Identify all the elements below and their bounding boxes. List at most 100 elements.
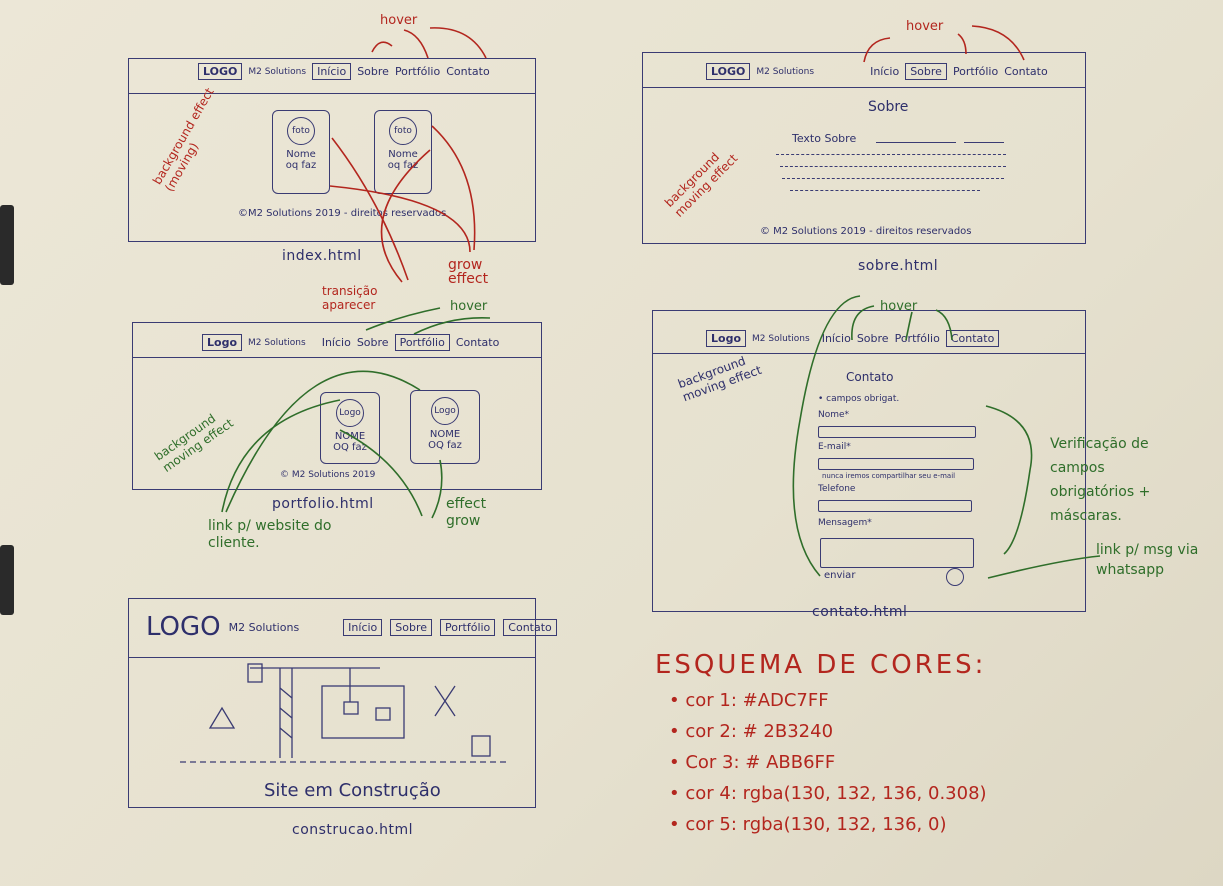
email-field[interactable] — [818, 458, 974, 470]
about-text: Texto Sobre — [792, 132, 857, 145]
nav-portfolio[interactable]: Portfólio — [394, 334, 450, 351]
card-role: oq faz — [285, 160, 317, 171]
nav-contato[interactable]: Contato — [1004, 65, 1048, 78]
team-card[interactable]: foto Nome oq faz — [272, 110, 330, 194]
text-line — [782, 178, 1004, 179]
nav-inicio[interactable]: Início — [821, 332, 851, 345]
name-field[interactable] — [818, 426, 976, 438]
logo[interactable]: LOGO — [146, 612, 221, 642]
hover-arrow — [413, 317, 491, 335]
verification-brace — [985, 405, 1033, 555]
card-role: oq faz — [387, 160, 419, 171]
label-email: E-mail* — [818, 442, 851, 452]
caption-sobre: sobre.html — [858, 258, 939, 274]
portfolio-card[interactable]: Logo NOME OQ faz — [320, 392, 380, 464]
photo-placeholder: foto — [389, 117, 417, 145]
nav-sobre[interactable]: Sobre — [856, 332, 889, 345]
color-row: • cor 1: #ADC7FF — [669, 690, 829, 711]
hover-arrow — [935, 309, 953, 341]
logo-placeholder: Logo — [431, 397, 459, 425]
grow-arrow — [431, 125, 476, 251]
email-hint: nunca iremos compartilhar seu e-mail — [822, 472, 956, 480]
nav-sobre[interactable]: Sobre — [905, 63, 947, 80]
nav-portfolio[interactable]: Portfólio — [952, 65, 999, 78]
sobre-frame — [642, 52, 1086, 244]
hover-arrow — [365, 307, 441, 331]
text-line — [790, 190, 980, 191]
grow-arrow — [431, 459, 443, 519]
nav-portfolio[interactable]: Portfólio — [440, 618, 496, 636]
nav-inicio[interactable]: Início — [321, 336, 351, 349]
hover-arrow — [863, 37, 891, 63]
construcao-navbar — [129, 599, 535, 658]
card-name: NOME — [429, 429, 461, 440]
color-row: • cor 5: rgba(130, 132, 136, 0) — [669, 814, 947, 835]
hover-note: hover — [450, 299, 488, 314]
text-line — [964, 142, 1004, 143]
transition-note: transição aparecer — [322, 284, 378, 312]
construction-message: Site em Construção — [264, 780, 441, 801]
clipboard-clip-bottom — [0, 545, 14, 615]
sobre-navbar — [643, 53, 1085, 88]
nav-sobre[interactable]: Sobre — [390, 618, 433, 636]
link-note: link p/ website do cliente. — [208, 518, 332, 551]
contact-heading: Contato — [846, 370, 894, 384]
nav-sobre[interactable]: Sobre — [356, 336, 389, 349]
hover-note: hover — [380, 13, 418, 28]
whatsapp-arrow — [987, 555, 1101, 579]
verification-arrow — [792, 295, 861, 577]
hover-arrow — [403, 29, 429, 59]
portfolio-navbar — [133, 323, 541, 358]
phone-field[interactable] — [818, 500, 972, 512]
hover-arrow — [905, 311, 913, 341]
nav-contato[interactable]: Contato — [945, 330, 1000, 347]
logo[interactable]: Logo — [706, 330, 746, 347]
verification-note: Verificação de campos obrigatórios + más… — [1050, 436, 1151, 524]
grow-arrow — [329, 185, 471, 253]
logo[interactable]: LOGO — [706, 63, 751, 80]
link-arrow — [225, 370, 421, 513]
nav-portfolio[interactable]: Portfólio — [394, 65, 441, 78]
contato-navbar — [653, 311, 1085, 354]
nav-inicio[interactable]: Início — [312, 63, 352, 80]
about-heading: Sobre — [868, 99, 909, 115]
team-card[interactable]: foto Nome oq faz — [374, 110, 432, 194]
logo[interactable]: LOGO — [198, 63, 243, 80]
footer-text: © M2 Solutions 2019 - direitos reservado… — [760, 226, 972, 237]
color-row: • Cor 3: # ABB6FF — [669, 752, 836, 773]
color-scheme: ESQUEMA DE CORES: • cor 1: #ADC7FF • cor… — [655, 650, 987, 845]
grow-effect-note: grow effect — [448, 257, 489, 287]
submit-button[interactable]: enviar — [824, 570, 856, 581]
index-frame — [128, 58, 536, 242]
caption-portfolio: portfolio.html — [272, 496, 374, 512]
nav-inicio[interactable]: Início — [870, 65, 900, 78]
contato-nav: Logo M2 Solutions Início Sobre Portfólio… — [706, 330, 1000, 347]
logo[interactable]: Logo — [202, 334, 242, 351]
logo-placeholder: Logo — [336, 399, 364, 427]
required-hint: • campos obrigat. — [818, 394, 900, 404]
hover-note: hover — [880, 299, 918, 314]
card-role: OQ faz — [428, 440, 462, 451]
construcao-frame — [128, 598, 536, 808]
sobre-nav: LOGO M2 Solutions Início Sobre Portfólio… — [706, 63, 1048, 80]
nav-contato[interactable]: Contato — [446, 65, 490, 78]
whatsapp-icon[interactable] — [946, 568, 964, 586]
nav-contato[interactable]: Contato — [503, 618, 557, 636]
portfolio-frame — [132, 322, 542, 490]
color-row: • cor 4: rgba(130, 132, 136, 0.308) — [669, 783, 987, 804]
portfolio-card[interactable]: Logo NOME OQ faz — [410, 390, 480, 464]
brand-name: M2 Solutions — [752, 333, 810, 344]
construction-illustration — [180, 663, 510, 763]
hover-arrow — [957, 33, 967, 55]
nav-inicio[interactable]: Início — [343, 618, 383, 636]
grow-arrow — [339, 429, 423, 517]
caption-contato: contato.html — [812, 604, 908, 620]
message-field[interactable] — [820, 538, 974, 568]
caption-construcao: construcao.html — [292, 822, 413, 838]
nav-contato[interactable]: Contato — [455, 336, 500, 349]
text-line — [780, 166, 1006, 167]
nav-sobre[interactable]: Sobre — [357, 65, 389, 78]
nav-portfolio[interactable]: Portfólio — [894, 332, 940, 345]
